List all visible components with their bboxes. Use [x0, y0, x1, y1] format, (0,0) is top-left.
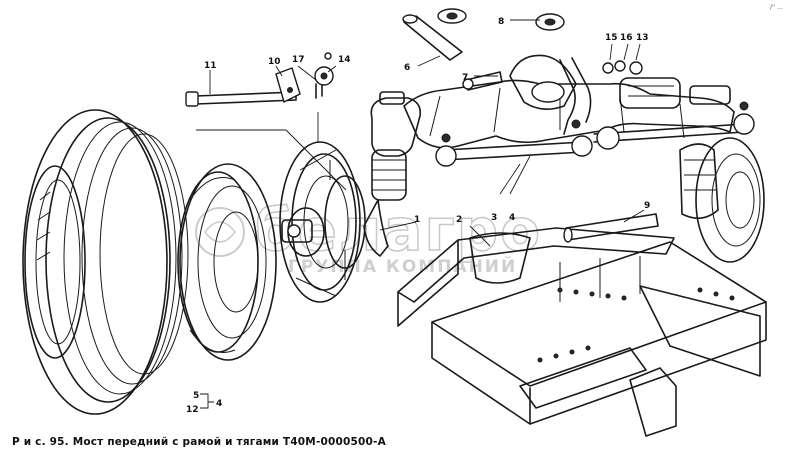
callout-15: 15 — [605, 33, 618, 43]
tire — [22, 109, 189, 415]
bolt-7 — [462, 71, 503, 91]
callout-3: 3 — [491, 213, 497, 223]
callout-14: 14 — [338, 55, 351, 65]
right-hub-assembly — [679, 85, 765, 263]
callout-1: 1 — [414, 215, 420, 225]
washer-8 — [437, 8, 565, 31]
left-knuckle — [363, 91, 422, 257]
leader-lines — [196, 19, 645, 409]
callout-11: 11 — [204, 61, 217, 71]
pin-6 — [402, 14, 463, 61]
bolt-11 — [185, 91, 297, 107]
callout-17: 17 — [292, 55, 305, 65]
figure-caption: Р и с. 95. Мост передний с рамой и тягам… — [12, 436, 386, 448]
castle-nut-14 — [314, 52, 334, 86]
corner-mark: /'' ... — [770, 4, 783, 11]
callout-5: 5 — [193, 391, 199, 401]
watermark-subtitle: ГРУППА КОМПАНИЙ — [288, 255, 517, 277]
tie-rod — [435, 101, 755, 167]
callout-8: 8 — [498, 17, 504, 27]
watermark-logo: белагро — [255, 196, 542, 264]
left-hub-assembly — [279, 141, 366, 303]
callout-2: 2 — [456, 215, 462, 225]
bracket-10 — [275, 67, 301, 104]
callout-labels: 1 2 3 4 4 5 6 7 8 9 10 11 12 13 14 15 16… — [186, 17, 650, 415]
wheel-rim — [177, 163, 277, 361]
callout-13: 13 — [636, 33, 649, 43]
callout-6: 6 — [404, 63, 410, 73]
callout-4: 4 — [509, 213, 515, 223]
fasteners-13-16 — [602, 60, 643, 75]
callout-12: 12 — [186, 405, 199, 415]
pivot-pin — [563, 213, 659, 243]
callout-16: 16 — [620, 33, 633, 43]
callout-10: 10 — [268, 57, 281, 67]
callout-4-rim: 4 — [216, 399, 222, 409]
callout-7: 7 — [462, 73, 468, 83]
callout-9: 9 — [644, 201, 650, 211]
frame — [397, 227, 767, 437]
axle-beam — [403, 54, 735, 149]
